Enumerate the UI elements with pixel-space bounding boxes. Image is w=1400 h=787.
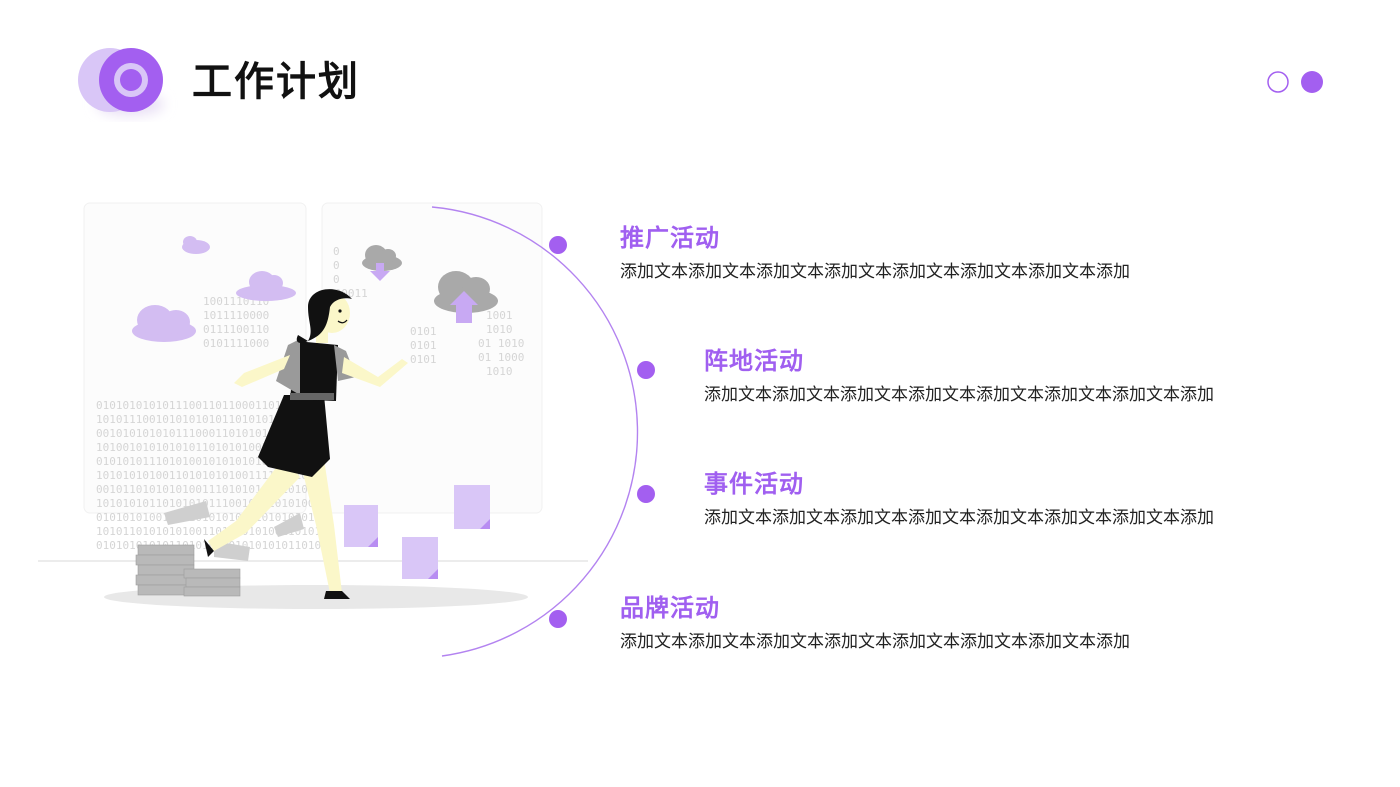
svg-text:01 1000: 01 1000 <box>478 351 524 364</box>
svg-text:001010101010111000110101010111: 0010101010101110001101010101111001 <box>96 427 321 440</box>
svg-text:0: 0 <box>333 245 340 258</box>
page-title: 工作计划 <box>192 59 360 105</box>
svg-text:010101010101110011011000110111: 0101010101011100110110001101111010 <box>96 399 321 412</box>
timeline-item: 品牌活动 添加文本添加文本添加文本添加文本添加文本添加文本添加文本添加 <box>620 592 1130 656</box>
svg-text:1001: 1001 <box>486 309 513 322</box>
svg-text:101011100101010101011010101010: 1010111001010101010110101010101101 <box>96 413 321 426</box>
timeline-arc <box>431 206 655 657</box>
timeline-item: 推广活动 添加文本添加文本添加文本添加文本添加文本添加文本添加文本添加 <box>620 222 1130 286</box>
timeline-dot <box>549 236 567 254</box>
item-text: 添加文本添加文本添加文本添加文本添加文本添加文本添加文本添加 <box>704 508 1214 528</box>
timeline-dot <box>637 485 655 503</box>
item-title: 推广活动 <box>620 224 720 252</box>
svg-text:01 1010: 01 1010 <box>478 337 524 350</box>
svg-text:0101: 0101 <box>410 339 437 352</box>
ring-logo-icon <box>78 48 164 116</box>
item-title: 品牌活动 <box>620 594 720 622</box>
timeline-dot <box>549 610 567 628</box>
svg-text:0101111000: 0101111000 <box>203 337 269 350</box>
svg-text:101010101101010101110010101010: 1010101011010101011100101010101001 <box>96 497 321 510</box>
dots-icon <box>1267 71 1323 93</box>
svg-text:101011010101010011010101010011: 1010110101010100110101010100110101 <box>96 525 321 538</box>
svg-text:1011110000: 1011110000 <box>203 309 269 322</box>
svg-text:101010101001101010101001111000: 1010101010011010101010011110001011 <box>96 469 321 482</box>
svg-text:010101010010101010101010101010: 0101010100101010101010101010101010 <box>96 511 321 524</box>
svg-text:0111100110: 0111100110 <box>203 323 269 336</box>
item-text: 添加文本添加文本添加文本添加文本添加文本添加文本添加文本添加 <box>704 385 1214 405</box>
svg-text:0101: 0101 <box>410 325 437 338</box>
running-woman-illustration: 0101010101011100110110001101111010 10101… <box>38 202 588 609</box>
timeline-item: 阵地活动 添加文本添加文本添加文本添加文本添加文本添加文本添加文本添加 <box>704 345 1214 409</box>
timeline-item: 事件活动 添加文本添加文本添加文本添加文本添加文本添加文本添加文本添加 <box>704 468 1214 532</box>
item-text: 添加文本添加文本添加文本添加文本添加文本添加文本添加文本添加 <box>620 632 1130 652</box>
svg-text:1010: 1010 <box>486 365 513 378</box>
timeline-dot <box>637 361 655 379</box>
svg-text:1010: 1010 <box>486 323 513 336</box>
svg-text:0: 0 <box>333 273 340 286</box>
item-title: 事件活动 <box>704 470 804 498</box>
svg-text:0: 0 <box>333 259 340 272</box>
svg-text:0101: 0101 <box>410 353 437 366</box>
item-text: 添加文本添加文本添加文本添加文本添加文本添加文本添加文本添加 <box>620 262 1130 282</box>
item-title: 阵地活动 <box>704 347 804 375</box>
